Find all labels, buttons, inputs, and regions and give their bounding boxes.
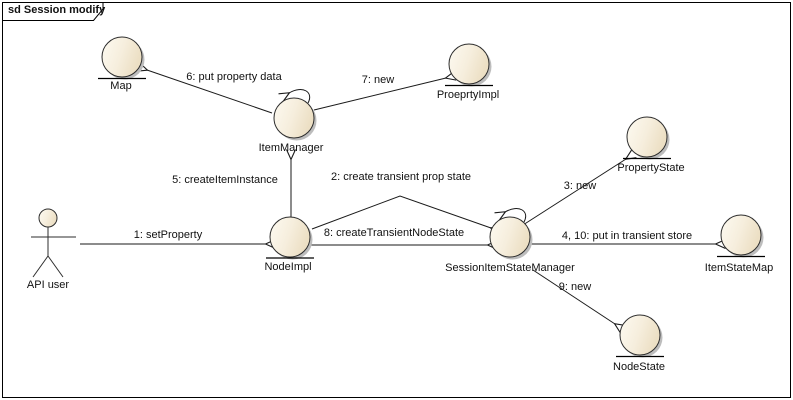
object-label-session-item-state-manager: SessionItemStateManager: [445, 262, 575, 274]
actor-head: [38, 208, 58, 228]
message-label-5: 5: createItemInstance: [172, 174, 278, 186]
message-label-3: 3: new: [563, 180, 597, 192]
object-label-node-state: NodeState: [613, 361, 665, 373]
actor-api-user[interactable]: [31, 208, 76, 278]
actor-leg-right: [47, 255, 64, 278]
object-label-proeprty-impl: ProeprtyImpl: [436, 89, 500, 101]
message-label-4-10: 4, 10: put in transient store: [561, 230, 693, 242]
message-line-6-put-property-data[interactable]: [147, 70, 273, 114]
message-label-8: 8: createTransientNodeState: [323, 227, 465, 239]
object-label-property-state: PropertyState: [617, 162, 685, 174]
object-property-state[interactable]: [623, 116, 671, 160]
object-circle: [489, 216, 531, 258]
object-circle: [619, 314, 661, 356]
message-label-9: 9: new: [558, 281, 592, 293]
object-proeprty-impl[interactable]: [445, 43, 493, 87]
message-line-9-new[interactable]: [532, 269, 615, 324]
object-label-node-impl: NodeImpl: [264, 261, 312, 273]
object-circle: [273, 97, 315, 139]
message-label-2: 2: create transient prop state: [330, 171, 472, 183]
object-node-impl[interactable]: [266, 216, 314, 260]
message-label-6: 6: put property data: [186, 71, 282, 83]
object-node-state[interactable]: [616, 314, 664, 358]
object-circle: [448, 43, 490, 85]
frame-title-tab: [2, 2, 104, 21]
object-item-manager[interactable]: [273, 97, 317, 141]
object-circle: [720, 214, 762, 256]
message-line-3-new[interactable]: [522, 159, 626, 226]
object-circle: [101, 36, 143, 78]
object-session-item-state-manager[interactable]: [489, 216, 533, 260]
object-label-item-state-map: ItemStateMap: [704, 262, 774, 274]
object-map[interactable]: [98, 36, 146, 80]
self-message-loop-session-item-state-manager[interactable]: [505, 208, 527, 223]
object-circle: [269, 216, 311, 258]
message-label-7: 7: new: [361, 74, 395, 86]
message-line-2-create-transient-prop-state[interactable]: [311, 195, 491, 229]
message-label-1: 1: setProperty: [133, 229, 203, 241]
actor-leg-left: [32, 255, 49, 278]
actor-label: API user: [26, 279, 70, 291]
frame-title: sd Session modify: [8, 4, 106, 16]
object-label-item-manager: ItemManager: [258, 142, 324, 154]
object-item-state-map[interactable]: [717, 214, 765, 258]
self-message-loop-item-manager[interactable]: [289, 89, 311, 104]
message-line-7-new[interactable]: [313, 78, 446, 111]
object-label-map: Map: [110, 80, 132, 92]
object-circle: [626, 116, 668, 158]
